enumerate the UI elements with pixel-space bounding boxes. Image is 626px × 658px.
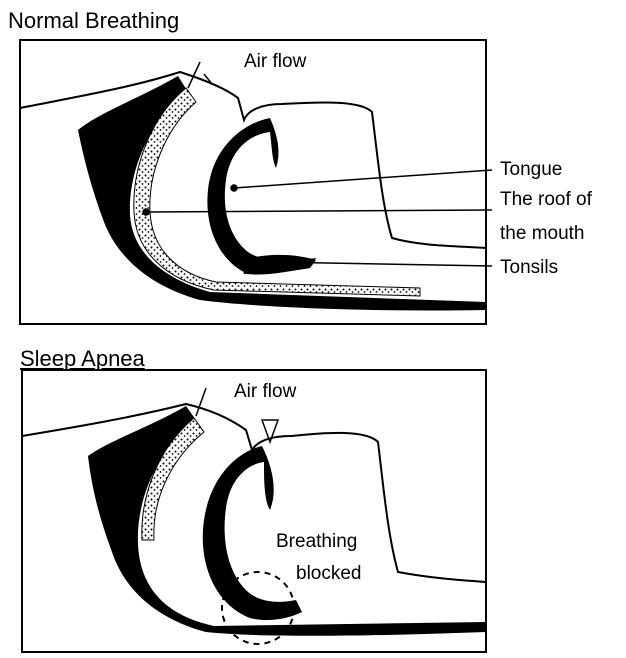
normal-breathing-panel [20,40,492,324]
breathing-blocked-label-line2: blocked [296,564,362,583]
apnea-head-outline [22,404,486,582]
roof-of-mouth-label-line2: the mouth [500,224,585,243]
normal-panel-frame [20,40,486,324]
roof-of-mouth-label-line1: The roof of [500,190,592,209]
sleep-apnea-panel [22,370,486,652]
apnea-airflow-label: Air flow [234,382,296,401]
breathing-blocked-label-line1: Breathing [276,532,357,551]
tonsils-label: Tonsils [500,258,558,277]
sleep-apnea-title: Sleep Apnea [20,348,145,370]
tongue-label: Tongue [500,160,562,179]
normal-tongue [207,118,316,275]
normal-breathing-title: Normal Breathing [8,10,179,32]
normal-leader-lines [143,170,492,266]
normal-airflow-label: Air flow [244,52,306,71]
